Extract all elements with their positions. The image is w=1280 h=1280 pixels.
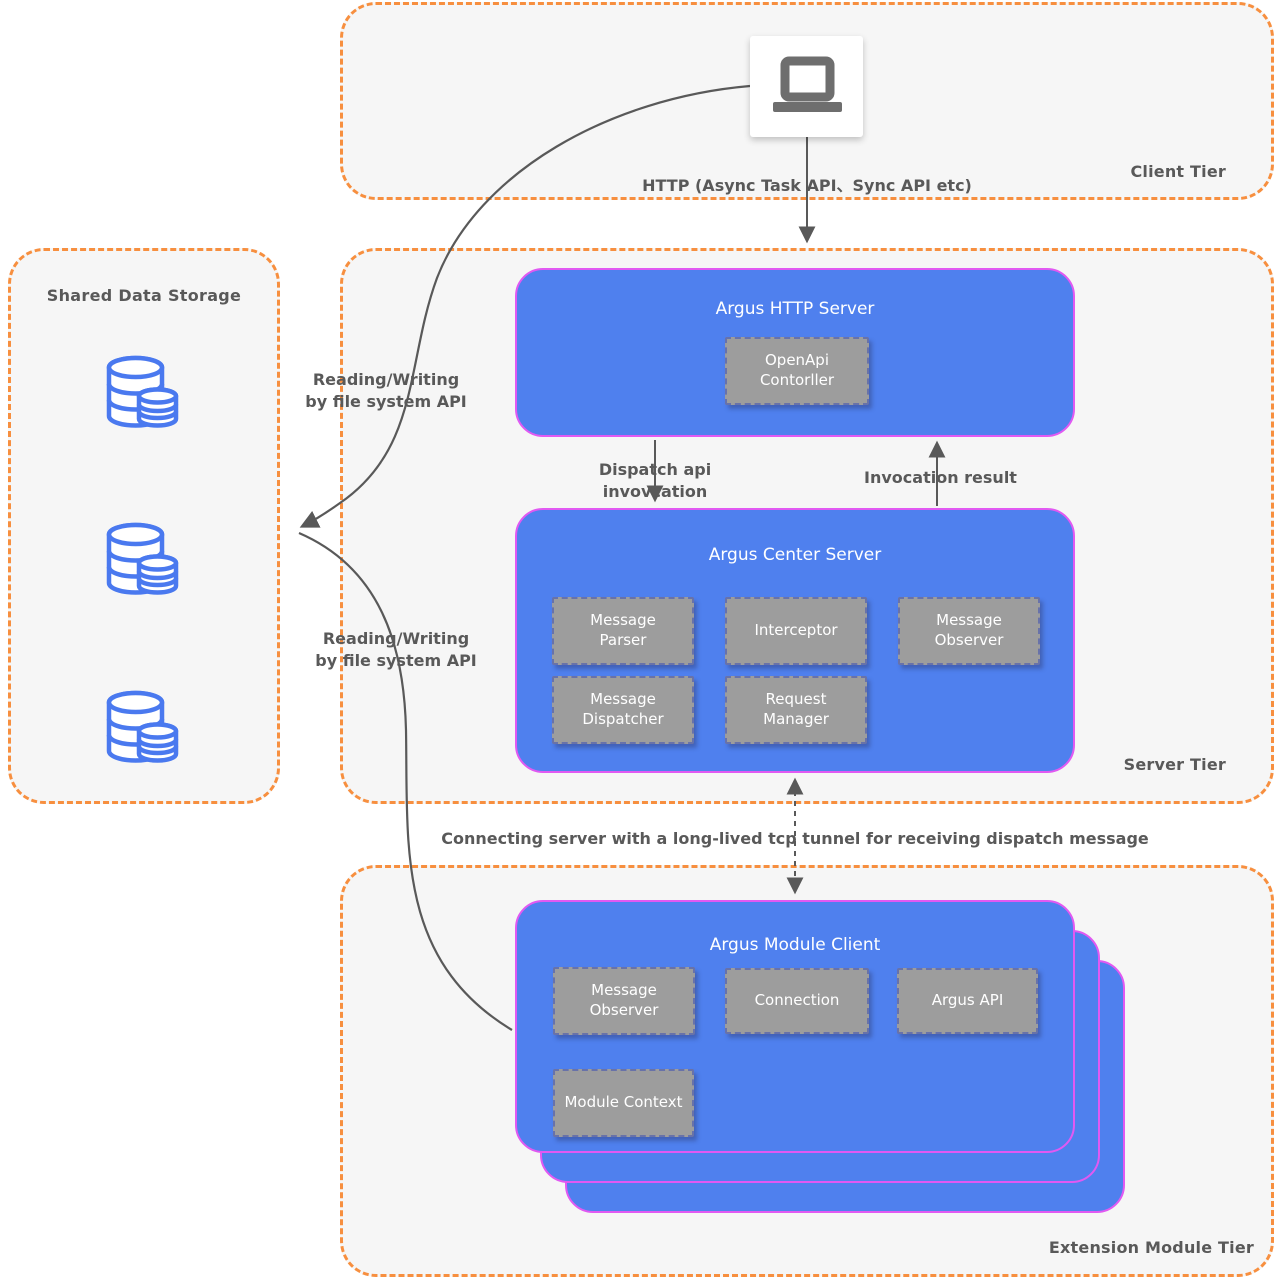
message-dispatcher-box: Message Dispatcher xyxy=(552,676,694,744)
server-tier-label: Server Tier xyxy=(1123,755,1226,774)
argus-module-client-box: Argus Module Client Message Observer Con… xyxy=(515,900,1075,1153)
module-message-observer-box: Message Observer xyxy=(553,967,695,1035)
client-tier-label: Client Tier xyxy=(1130,162,1226,181)
interceptor-box: Interceptor xyxy=(725,597,867,665)
curve-client-to-storage xyxy=(299,84,751,528)
argus-center-server-box: Argus Center Server Message Parser Inter… xyxy=(515,508,1075,773)
extension-module-tier-label: Extension Module Tier xyxy=(1048,1238,1254,1257)
edge-label-http: HTTP (Async Task API、Sync API etc) xyxy=(642,176,972,195)
database-icon xyxy=(102,354,180,432)
argus-module-client-title: Argus Module Client xyxy=(709,935,881,955)
message-parser-box: Message Parser xyxy=(552,597,694,665)
database-icon xyxy=(102,521,180,599)
database-icon-art xyxy=(106,355,179,428)
shared-data-storage-title: Shared Data Storage xyxy=(46,286,242,305)
argus-center-server-title: Argus Center Server xyxy=(708,545,882,565)
database-icon-art xyxy=(106,522,179,595)
database-icon-art xyxy=(106,690,179,763)
argus-http-server-title: Argus HTTP Server xyxy=(715,299,875,319)
edge-label-reading-writing-top: Reading/Writing by file system API xyxy=(305,370,467,411)
edge-label-invocation-result: Invocation result xyxy=(864,468,1017,487)
laptop-icon xyxy=(772,56,842,112)
argus-api-box: Argus API xyxy=(897,968,1038,1034)
argus-http-server-box: Argus HTTP Server OpenApi Contorller xyxy=(515,268,1075,437)
module-context-box: Module Context xyxy=(553,1069,694,1137)
database-icon xyxy=(102,689,180,767)
curve-module-to-storage xyxy=(298,531,513,1031)
connection-box: Connection xyxy=(725,968,869,1034)
openapi-controller-box: OpenApi Contorller xyxy=(725,337,869,405)
request-manager-box: Request Manager xyxy=(725,676,867,744)
client-device-card xyxy=(750,36,863,137)
edge-label-tcp-tunnel: Connecting server with a long-lived tcp … xyxy=(441,829,1149,848)
edge-label-dispatch: Dispatch api invovcation xyxy=(598,460,712,501)
message-observer-box: Message Observer xyxy=(898,597,1040,665)
edge-label-reading-writing-bottom: Reading/Writing by file system API xyxy=(315,629,477,670)
